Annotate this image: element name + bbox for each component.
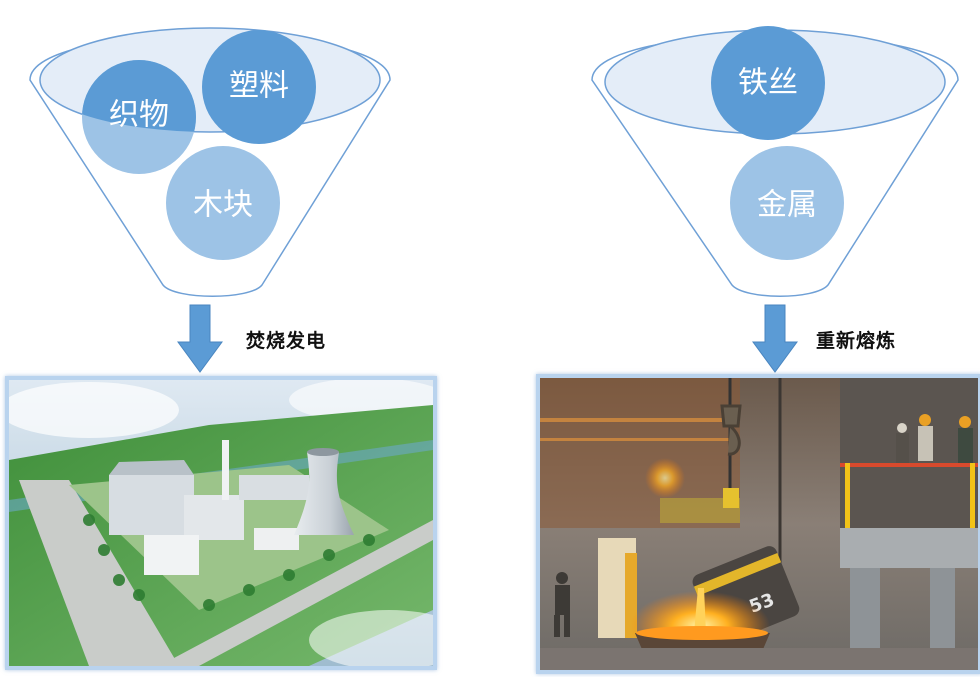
- right-process-label: 重新熔炼: [816, 330, 897, 352]
- label-wood: 木块: [193, 188, 253, 223]
- main-building: [109, 475, 194, 535]
- crane-hook-icon: [720, 404, 742, 456]
- label-textile: 织物: [109, 98, 169, 133]
- left-process-label: 焚烧发电: [246, 330, 327, 352]
- left-down-arrow-icon: [177, 304, 223, 373]
- left-funnel: 织物 塑料 木块: [29, 27, 391, 297]
- platform-railing: [840, 463, 978, 467]
- smelting-plant-photo: 53: [536, 374, 980, 674]
- label-wire: 铁丝: [738, 66, 798, 101]
- molten-stream: [694, 588, 706, 633]
- chimney: [222, 440, 229, 500]
- right-circle-wire: [711, 26, 825, 140]
- road: [19, 480, 179, 666]
- right-funnel: 铁丝 金属: [591, 26, 959, 297]
- power-plant-photo: [5, 376, 437, 670]
- right-circle-metal: [730, 146, 844, 260]
- label-metal: 金属: [757, 188, 817, 223]
- workers-on-platform: [896, 414, 973, 463]
- right-down-arrow-icon: [752, 304, 798, 373]
- label-plastic: 塑料: [229, 69, 289, 104]
- left-circle-wood: [166, 146, 280, 260]
- worker-figure: [554, 572, 570, 637]
- cooling-tower: [294, 452, 354, 535]
- left-circle-plastic: [202, 30, 316, 144]
- left-circle-textile-top: [82, 60, 196, 132]
